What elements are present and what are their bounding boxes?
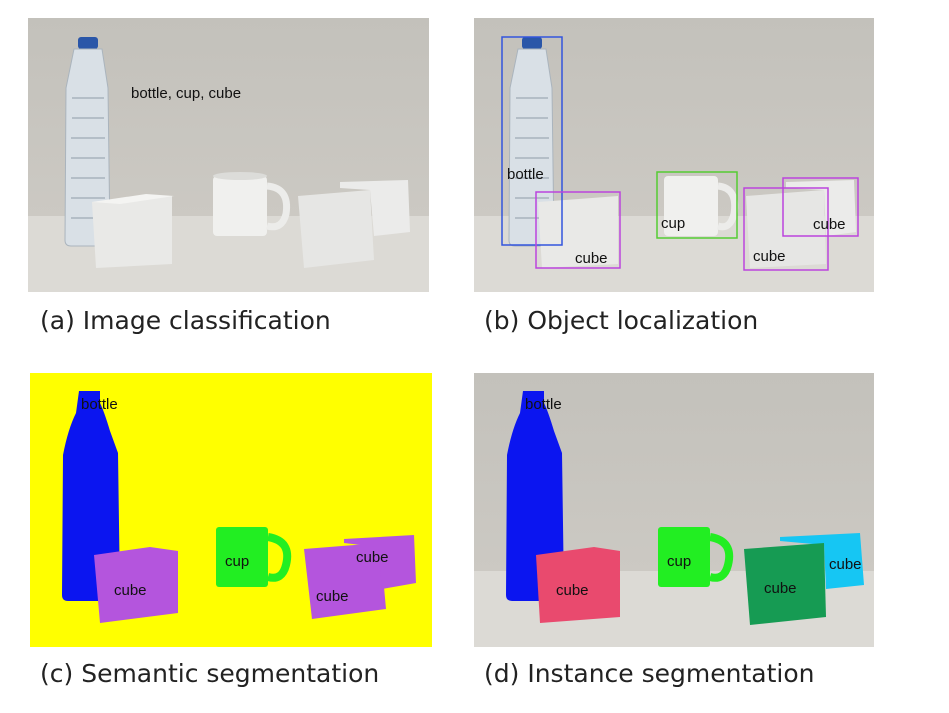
label-cup: cup bbox=[667, 553, 691, 570]
photo-image-classification: bottle, cup, cube bbox=[28, 18, 429, 292]
label-bottle: bottle bbox=[81, 396, 118, 413]
cube-mask-2 bbox=[304, 543, 386, 619]
bottle-mask bbox=[62, 391, 120, 601]
bounding-box-bottle bbox=[501, 36, 563, 246]
cube-object-3 bbox=[340, 180, 410, 236]
panel-image-classification: bottle, cup, cube bbox=[28, 18, 429, 292]
bounding-box-cube-1 bbox=[535, 191, 621, 269]
label-bottle: bottle bbox=[507, 166, 544, 183]
cube-object-2 bbox=[298, 190, 374, 268]
panel-object-localization: bottle cube cup cube cube bbox=[474, 18, 874, 292]
cup-mask bbox=[216, 527, 292, 587]
panel-semantic-segmentation: bottle cube cup cube cube bbox=[30, 373, 432, 647]
label-cube-3: cube bbox=[356, 549, 389, 566]
cube-mask-2 bbox=[744, 543, 826, 625]
cube-mask-3 bbox=[780, 533, 864, 589]
caption-instance-segmentation: (d) Instance segmentation bbox=[484, 659, 815, 688]
label-cube-2: cube bbox=[316, 588, 349, 605]
label-cube-3: cube bbox=[829, 556, 862, 573]
photo-object-localization: bottle cube cup cube cube bbox=[474, 18, 874, 292]
cup-object bbox=[213, 172, 291, 236]
label-cube-1: cube bbox=[114, 582, 147, 599]
label-cup: cup bbox=[225, 553, 249, 570]
label-cube-3: cube bbox=[813, 216, 846, 233]
mask-semantic-segmentation: bottle cube cup cube cube bbox=[30, 373, 432, 647]
cube-mask-3 bbox=[344, 535, 416, 589]
label-cube-2: cube bbox=[753, 248, 786, 265]
cube-object-1 bbox=[92, 194, 174, 268]
label-cube-1: cube bbox=[575, 250, 608, 267]
bounding-box-cube-3 bbox=[782, 177, 859, 237]
caption-image-classification: (a) Image classification bbox=[40, 306, 331, 335]
mask-instance-segmentation: bottle cube cup cube cube bbox=[474, 373, 874, 647]
caption-semantic-segmentation: (c) Semantic segmentation bbox=[40, 659, 380, 688]
panel-instance-segmentation: bottle cube cup cube cube bbox=[474, 373, 874, 647]
classification-label: bottle, cup, cube bbox=[131, 85, 241, 102]
caption-object-localization: (b) Object localization bbox=[484, 306, 759, 335]
label-cube-1: cube bbox=[556, 582, 589, 599]
bounding-box-cube-2 bbox=[743, 187, 829, 271]
label-cube-2: cube bbox=[764, 580, 797, 597]
cup-mask bbox=[658, 527, 734, 587]
cube-mask-1 bbox=[536, 547, 620, 623]
bounding-box-cup bbox=[656, 171, 738, 239]
label-bottle: bottle bbox=[525, 396, 562, 413]
cube-mask-1 bbox=[94, 547, 178, 623]
bottle-mask bbox=[506, 391, 564, 601]
label-cup: cup bbox=[661, 215, 685, 232]
